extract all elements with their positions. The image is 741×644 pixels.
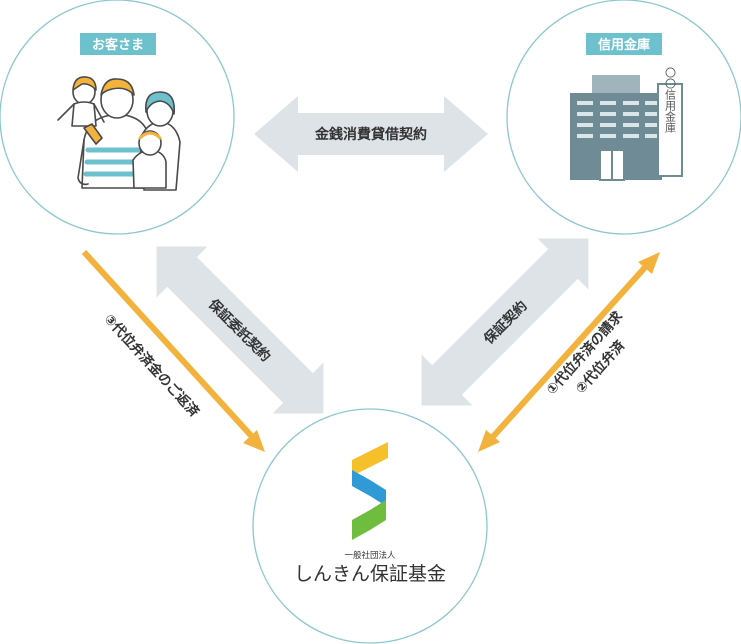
guarantee-contract-arrow: 保証契約 [421, 238, 589, 406]
family-illustration [57, 76, 181, 191]
customer-label: お客さま [80, 33, 156, 55]
repayment-arrow [81, 249, 265, 452]
bank-label: 信用金庫 [586, 33, 662, 55]
loan-label: 金銭消費貸借契約 [314, 126, 427, 143]
fund-org-type: 一般社団法人 [344, 550, 396, 561]
building-illustration [570, 75, 683, 181]
building-sign-text: 〇〇信用金庫 [664, 67, 677, 134]
guarantee-commission-arrow: 保証委託契約 [156, 246, 324, 414]
customer-label-text: お客さま [92, 37, 144, 53]
subrogation-arrow [478, 252, 660, 452]
fund-logo-icon [352, 442, 388, 540]
bank-label-text: 信用金庫 [598, 37, 650, 53]
fund-name: しんきん保証基金 [294, 563, 446, 585]
loan-arrow [254, 96, 488, 172]
